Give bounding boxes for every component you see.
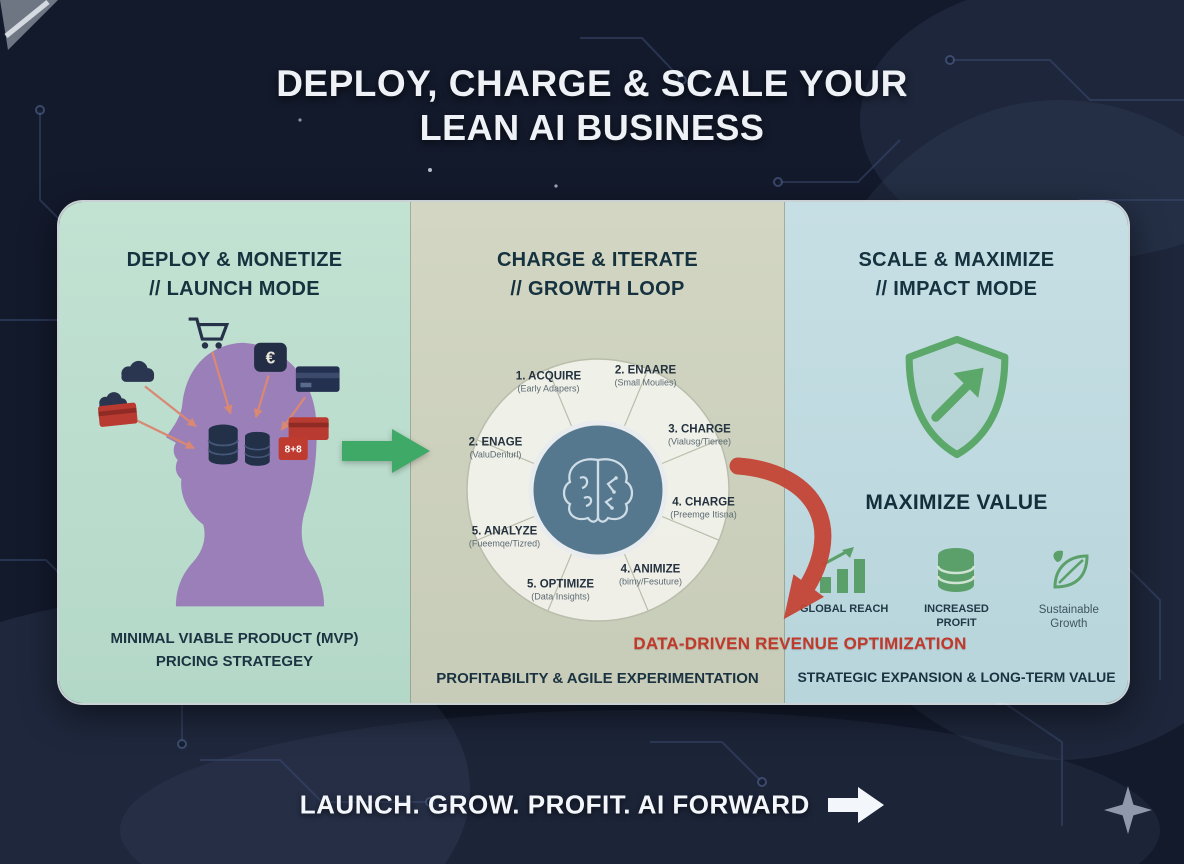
- page-title: DEPLOY, CHARGE & SCALE YOUR LEAN AI BUSI…: [0, 62, 1184, 150]
- wheel-segment-label: 5. OPTIMIZE (Data Insights): [526, 578, 595, 602]
- feature-global-reach: GLOBAL REACH: [799, 545, 889, 632]
- database-icon: [207, 424, 270, 466]
- forward-arrow-icon: [828, 787, 885, 823]
- middle-panel-heading: CHARGE & ITERATE // GROWTH LOOP: [411, 246, 784, 304]
- svg-text:€: €: [265, 348, 275, 368]
- maximize-value-label: MAXIMIZE VALUE: [865, 491, 1048, 514]
- panel-charge-iterate: CHARGE & ITERATE // GROWTH LOOP: [410, 202, 785, 703]
- flow-arrow-icon: [342, 429, 430, 473]
- revenue-optimization-label: DATA-DRIVEN REVENUE OPTIMIZATION: [633, 634, 967, 653]
- left-panel-footer: MINIMAL VIABLE PRODUCT (MVP) PRICING STR…: [59, 628, 410, 673]
- shield-growth-icon: [895, 330, 1019, 469]
- wheel-segment-label: 5. ANALYZE (Fueemqe/Tizred): [468, 525, 541, 549]
- wheel-dividers: [476, 368, 719, 612]
- feature-row: GLOBAL REACH INCREASED PROFIT: [785, 545, 1128, 632]
- star-dots: [148, 93, 907, 232]
- wheel-segment-label: 4. ANIMIZE (bimy/Fesuture): [618, 563, 682, 587]
- wheel-segment-label: 4. CHARGE (Preemge Itisna): [670, 496, 737, 520]
- head-silhouette-icon: [165, 342, 324, 607]
- left-heading-line1: DEPLOY & MONETIZE: [126, 249, 343, 271]
- sparkle-icon: [1104, 786, 1152, 834]
- wheel-segment-label: 2. ENAGE (ValuDenlurl): [468, 436, 523, 460]
- brain-icon: [562, 458, 633, 523]
- right-panel-heading: SCALE & MAXIMIZE // IMPACT MODE: [785, 246, 1128, 304]
- mvp-label: MINIMAL VIABLE PRODUCT (MVP): [110, 630, 359, 647]
- left-panel-heading: DEPLOY & MONETIZE // LAUNCH MODE: [59, 246, 410, 304]
- title-line1: DEPLOY, CHARGE & SCALE YOUR: [276, 63, 908, 104]
- panel-scale-maximize: SCALE & MAXIMIZE // IMPACT MODE MAXIMIZE…: [785, 202, 1128, 703]
- calculator-chip-icon: 8+8: [278, 437, 308, 460]
- right-heading-line2: // IMPACT MODE: [875, 278, 1038, 300]
- tagline: LAUNCH. GROW. PROFIT. AI FORWARD: [299, 789, 810, 820]
- cloud-icon: [98, 360, 154, 410]
- right-heading-line1: SCALE & MAXIMIZE: [858, 249, 1055, 271]
- wheel-segment-label: 2. ENAARE (Small Moulies): [614, 364, 677, 388]
- title-line2: LEAN AI BUSINESS: [419, 107, 765, 149]
- growth-loop-wheel: 1. ACQUIRE (Early Adapers) 2. ENAARE (Sm…: [448, 340, 748, 640]
- head-mvp-illustration: €: [97, 317, 340, 607]
- middle-panel-footer: PROFITABILITY & AGILE EXPERIMENTATION: [436, 670, 759, 687]
- corner-streak: [0, 0, 58, 50]
- wheel-segment-label: 1. ACQUIRE (Early Adapers): [515, 370, 582, 394]
- tagline-row: LAUNCH. GROW. PROFIT. AI FORWARD: [0, 786, 1184, 824]
- wheel-segment-label: 3. CHARGE (Vialusg/Tieree): [667, 423, 732, 447]
- left-heading-line2: // LAUNCH MODE: [149, 278, 320, 300]
- content-card: DEPLOY & MONETIZE // LAUNCH MODE: [57, 200, 1130, 705]
- feature-increased-profit: INCREASED PROFIT: [911, 545, 1001, 632]
- middle-heading-line2: // GROWTH LOOP: [510, 278, 685, 300]
- feature-sustainable-growth: Sustainable Growth: [1024, 545, 1114, 632]
- svg-text:8+8: 8+8: [284, 445, 301, 456]
- euro-chip-icon: €: [253, 342, 287, 372]
- middle-heading-line1: CHARGE & ITERATE: [496, 249, 699, 271]
- wheel-graphic: [465, 358, 730, 622]
- right-panel-footer: STRATEGIC EXPANSION & LONG-TERM VALUE: [797, 669, 1116, 685]
- leaf-icon: [1024, 545, 1114, 595]
- database-icon: [911, 545, 1001, 595]
- credit-card-icon: [97, 366, 340, 440]
- bar-chart-icon: [799, 545, 889, 595]
- pricing-strategy-label: PRICING STRATEGEY: [155, 652, 314, 670]
- cart-icon: [188, 317, 229, 349]
